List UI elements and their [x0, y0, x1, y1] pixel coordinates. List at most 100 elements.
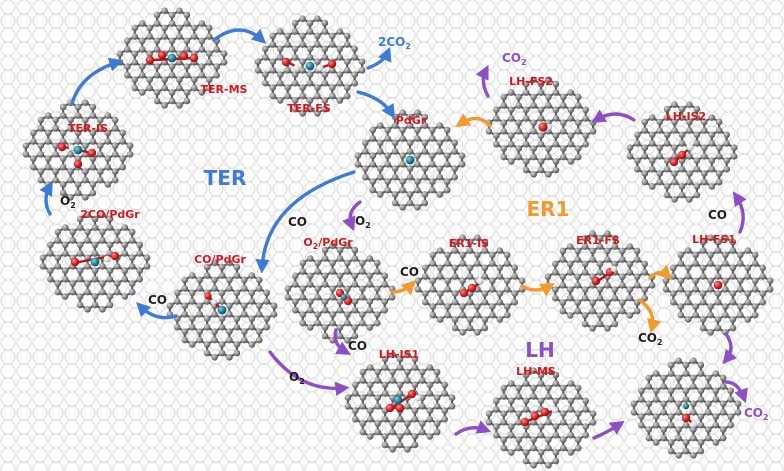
- carbon-atom: [399, 178, 406, 185]
- carbon-atom: [515, 444, 522, 452]
- carbon-atom: [633, 282, 641, 289]
- carbon-atom: [106, 293, 114, 300]
- carbon-atom: [203, 263, 211, 271]
- carbon-atom: [389, 377, 396, 384]
- carbon-atoms: [544, 230, 656, 332]
- carbon-atom: [176, 76, 183, 83]
- carbon-atom: [714, 316, 722, 323]
- carbon-atom: [97, 116, 104, 124]
- state-label-er1-fs: ER1-FS: [576, 234, 620, 247]
- carbon-atom: [500, 384, 508, 392]
- molecule-label-co2-top: CO2: [502, 51, 527, 67]
- cycle-label-lh: LH: [525, 338, 554, 362]
- carbon-atom: [381, 355, 389, 363]
- carbon-atom: [168, 11, 176, 19]
- oxygen-atom: [385, 403, 395, 413]
- carbon-atom: [712, 421, 720, 429]
- carbon-atom: [106, 267, 114, 274]
- carbon-atom: [351, 45, 359, 53]
- co2-top-sub: 2: [521, 58, 527, 67]
- carbon-atom: [690, 426, 697, 433]
- carbon-atom: [168, 46, 176, 53]
- arrow-lh-fs2-to-co2: [475, 64, 490, 98]
- carbon-atoms: [662, 234, 774, 336]
- carbon-atom: [376, 165, 384, 172]
- carbon-atom: [306, 79, 314, 87]
- carbon-atom: [89, 163, 97, 171]
- carbon-atom: [76, 215, 84, 223]
- carbon-atom: [384, 161, 392, 168]
- carbon-atom: [414, 178, 421, 185]
- carbon-atom: [638, 421, 645, 429]
- carbon-atom: [411, 364, 419, 371]
- carbon-atom: [111, 142, 119, 149]
- carbon-atom: [61, 224, 69, 231]
- carbon-atom: [507, 431, 515, 439]
- carbon-atom: [254, 58, 262, 65]
- carbon-atom: [369, 186, 377, 194]
- carbon-atom: [707, 251, 714, 259]
- carbon-atom: [545, 145, 552, 152]
- carbon-atom: [255, 311, 263, 318]
- carbon-atom: [314, 311, 322, 318]
- carbon-atom: [466, 247, 474, 254]
- carbon-atom: [692, 260, 699, 267]
- carbon-atom: [500, 102, 508, 109]
- carbon-atom: [97, 142, 104, 149]
- carbon-atom: [552, 294, 559, 302]
- carbon-atom: [552, 371, 560, 379]
- carbon-atom: [389, 368, 396, 376]
- oxygen-atom: [681, 413, 691, 423]
- carbon-atom: [663, 105, 671, 113]
- carbon-atom: [552, 423, 560, 430]
- carbon-atom: [751, 251, 759, 259]
- carbon-atom: [545, 419, 552, 426]
- carbon-atom: [61, 250, 69, 257]
- carbon-atom: [481, 273, 489, 280]
- carbon-atom: [384, 152, 392, 159]
- carbon-atom: [336, 324, 344, 331]
- carbon-atom: [411, 381, 419, 389]
- carbon-atom: [604, 282, 611, 289]
- carbon-atom: [690, 374, 697, 382]
- carbon-atom: [684, 290, 692, 297]
- carbon-atom: [121, 250, 129, 257]
- carbon-atom: [121, 241, 129, 249]
- carbon-atom: [522, 406, 530, 413]
- carbon-atom: [354, 152, 362, 159]
- carbon-atom: [678, 165, 686, 173]
- carbon-atom: [552, 115, 560, 122]
- adsorbates: [204, 292, 227, 315]
- carbon-atom: [351, 298, 359, 305]
- carbon-atom: [707, 260, 714, 267]
- carbon-atom: [153, 20, 161, 27]
- carbon-atom: [82, 194, 89, 201]
- carbon-atom: [263, 289, 271, 297]
- carbon-atom: [693, 105, 701, 113]
- carbon-atom: [566, 260, 574, 268]
- carbon-atom: [458, 152, 466, 159]
- carbon-atom: [76, 224, 84, 231]
- carbon-atom: [191, 24, 198, 32]
- carbon-atom: [52, 151, 59, 158]
- carbon-atom: [30, 155, 37, 162]
- carbon-atom: [369, 152, 377, 159]
- carbon-atom: [686, 153, 693, 160]
- carbon-atom: [359, 259, 366, 267]
- carbon-atom: [114, 280, 121, 287]
- carbon-atom: [314, 268, 322, 275]
- oxygen-atom: [87, 148, 97, 158]
- carbon-atom: [626, 269, 634, 276]
- carbon-atom: [737, 277, 744, 285]
- carbon-atom: [581, 286, 589, 293]
- carbon-atom: [396, 364, 404, 371]
- carbon-atom: [648, 140, 656, 147]
- carbon-atom: [54, 228, 62, 236]
- carbon-atom: [351, 54, 359, 61]
- carbon-atom: [419, 428, 426, 436]
- carbon-atom: [441, 381, 449, 389]
- molecule-label-co-left: CO: [148, 293, 167, 307]
- carbon-atom: [381, 364, 389, 371]
- carbon-atom: [559, 273, 567, 281]
- carbon-atom: [567, 115, 575, 122]
